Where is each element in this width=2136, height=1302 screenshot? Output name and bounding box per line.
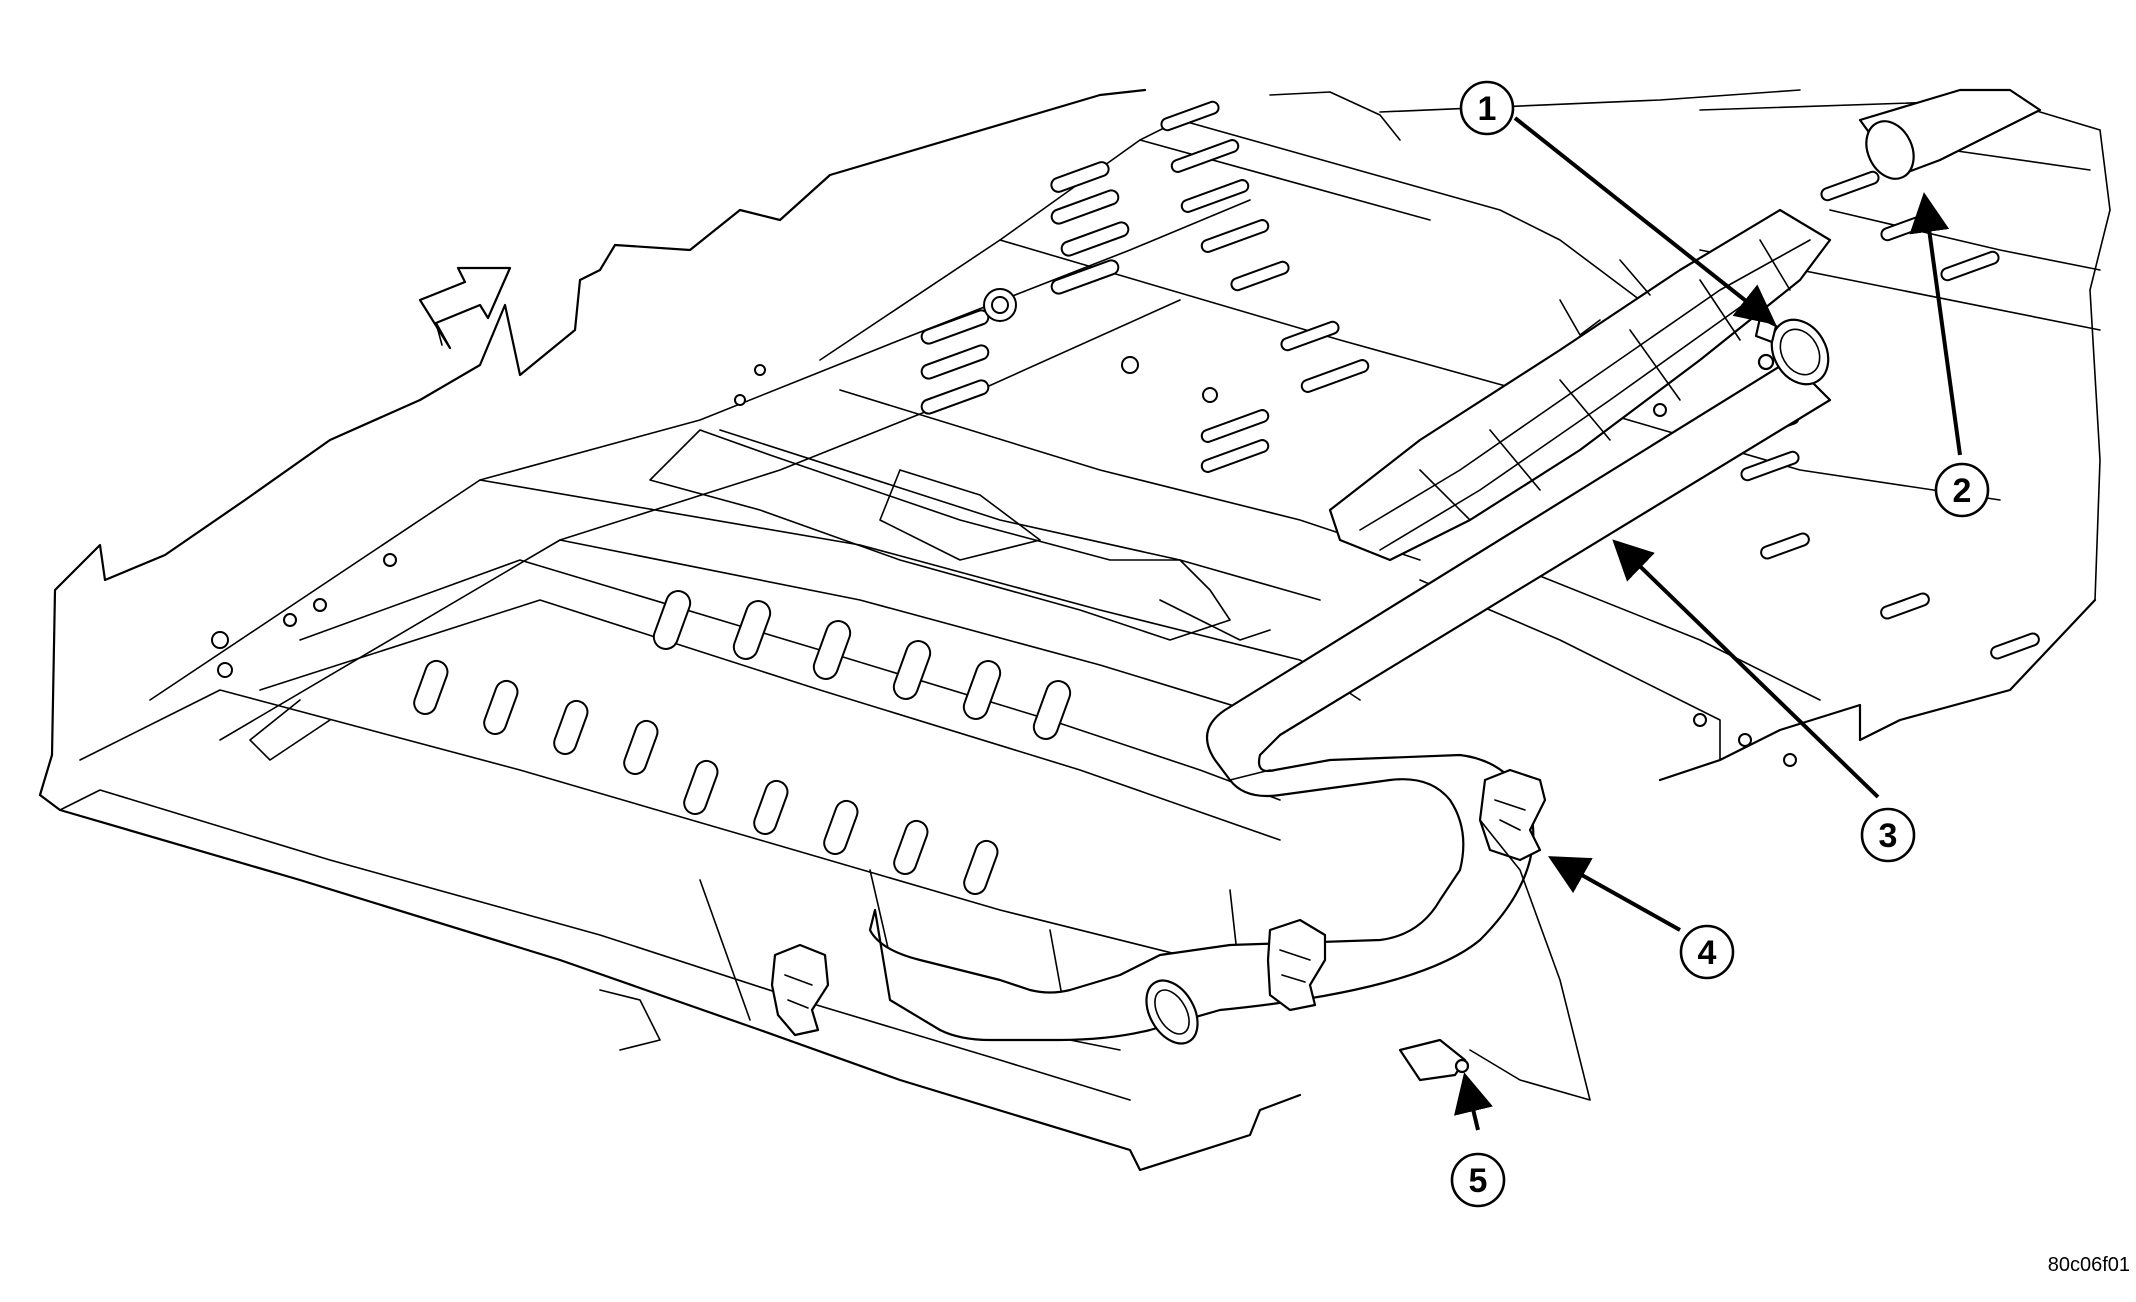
callout-1-label: 1 [1478,90,1497,128]
figure-reference-code: 80c06f01 [2048,1254,2130,1276]
callout-2-label: 2 [1953,472,1972,510]
forward-direction-arrow-icon [418,266,512,350]
tailpipe-hanger-bracket [1398,1038,1470,1082]
callout-3: 3 [1860,807,1916,863]
callout-5: 5 [1450,1152,1506,1208]
callout-leaders [1454,116,1962,1131]
callout-2: 2 [1934,462,1990,518]
floor-stamping-slots [211,100,2040,895]
callout-4-label: 4 [1698,934,1717,972]
callout-5-label: 5 [1469,1162,1488,1200]
callout-4: 4 [1679,924,1735,980]
callout-3-label: 3 [1879,817,1898,855]
muffler-heat-shield [1328,208,1832,562]
callout-1: 1 [1459,80,1515,136]
exhaust-pipe-front-section [1858,88,2042,180]
exhaust-support-isolators [770,768,1591,1101]
